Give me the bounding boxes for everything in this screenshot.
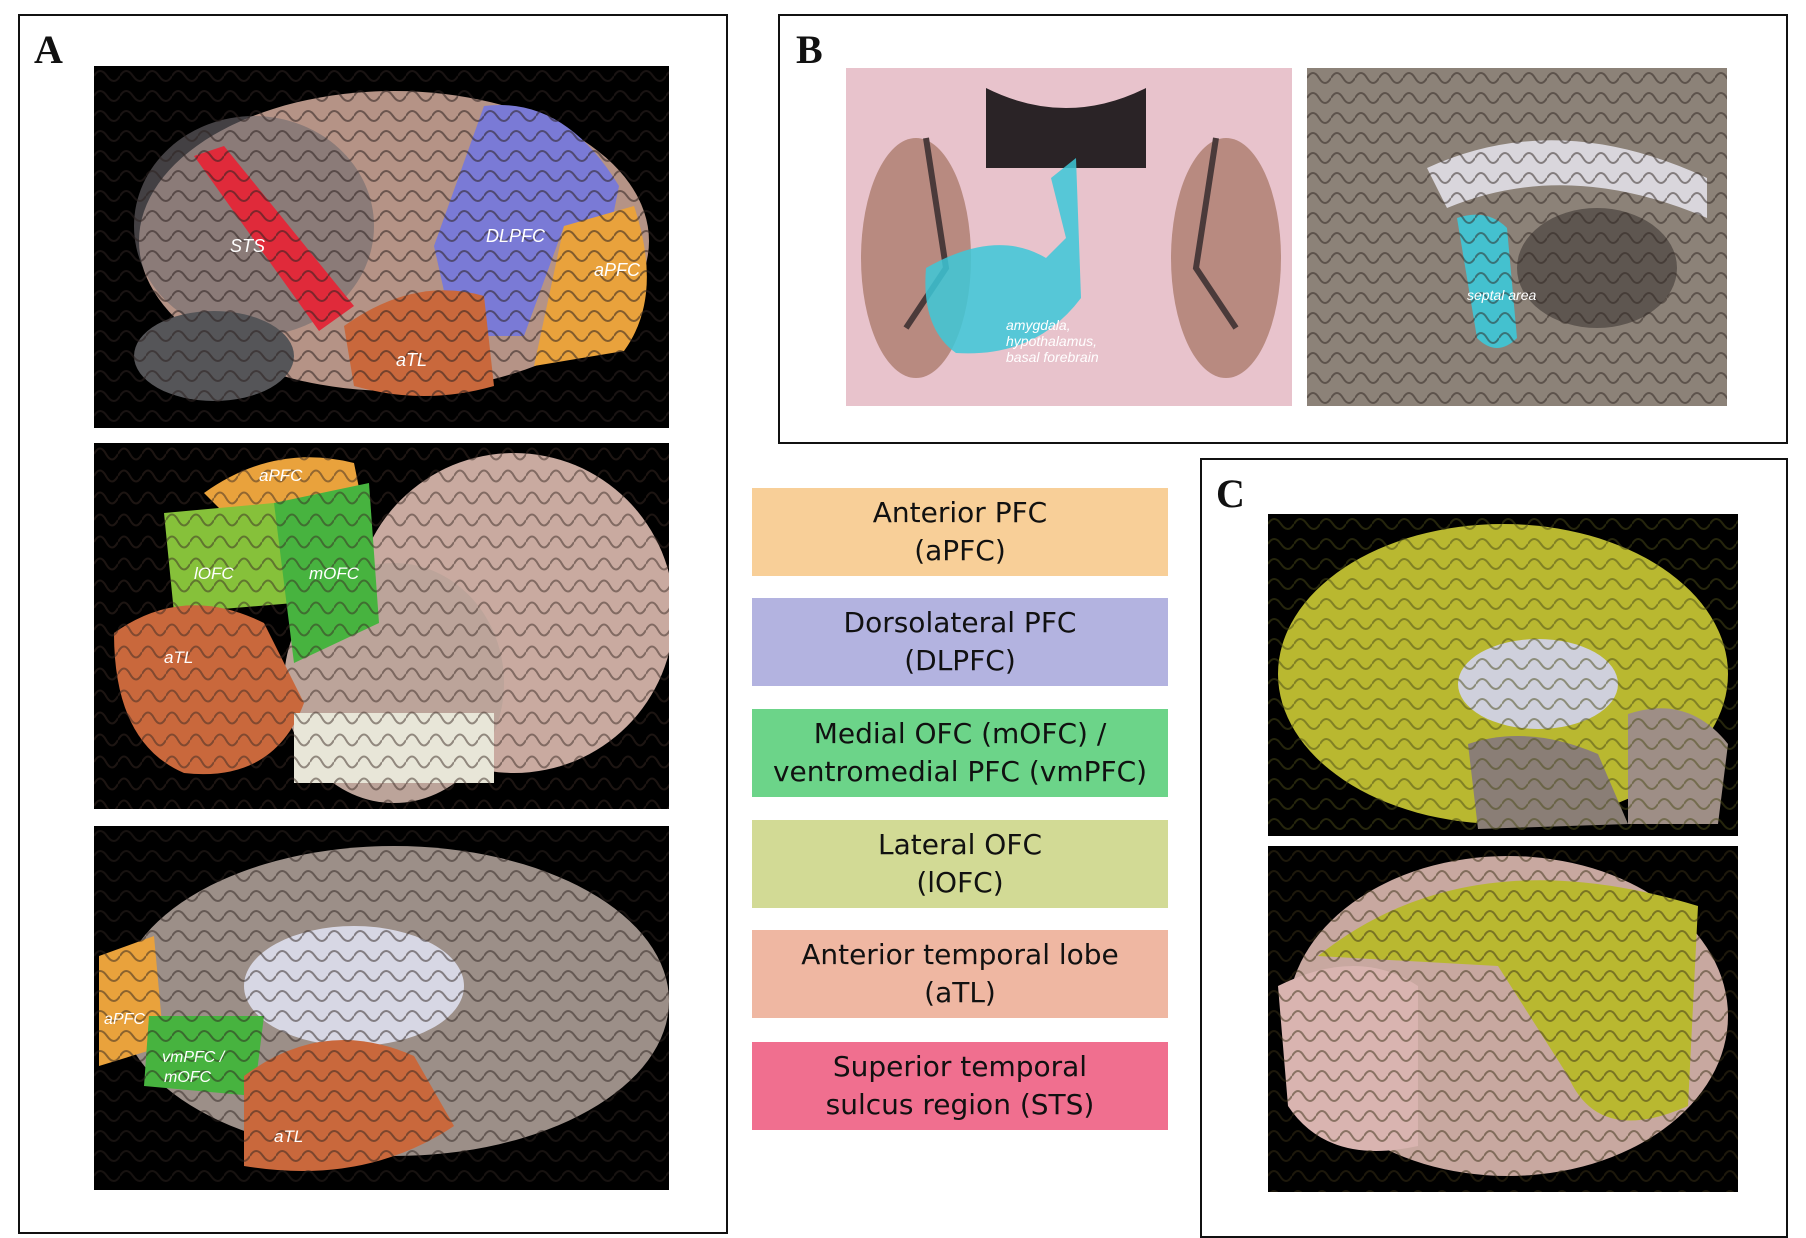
label-atl: aTL [164, 648, 193, 667]
label-sts: STS [230, 236, 265, 256]
legend-lofc-text: Lateral OFC (lOFC) [877, 828, 1042, 899]
label-septal-area: septal area [1467, 287, 1536, 303]
label-vmpfc: vmPFC / [162, 1049, 226, 1066]
coronal-section-image: amygdala, hypothalamus, basal forebrain [846, 68, 1292, 406]
medial-yellow-brain-image [1268, 514, 1738, 836]
label-hypothalamus: hypothalamus, [1006, 333, 1097, 349]
panel-c-letter: C [1216, 471, 1245, 516]
label-mofc: mOFC [309, 564, 360, 583]
label-amygdala: amygdala, [1006, 317, 1071, 333]
label-atl: aTL [274, 1127, 303, 1146]
legend-sts-text: Superior temporal sulcus region (STS) [825, 1050, 1095, 1121]
panel-a-letter: A [34, 27, 63, 72]
legend-atl: Anterior temporal lobe (aTL) [752, 930, 1168, 1018]
label-basal-forebrain: basal forebrain [1006, 349, 1099, 365]
limbic-region [925, 158, 1081, 354]
legend-apfc: Anterior PFC (aPFC) [752, 488, 1168, 576]
label-atl: aTL [396, 350, 427, 370]
label-apfc: aPFC [104, 1011, 145, 1028]
legend-mofc-vmpfc: Medial OFC (mOFC) / ventromedial PFC (vm… [752, 709, 1168, 797]
label-mofc: mOFC [164, 1069, 212, 1086]
label-apfc: aPFC [259, 466, 303, 485]
legend-sts: Superior temporal sulcus region (STS) [752, 1042, 1168, 1130]
legend-lofc: Lateral OFC (lOFC) [752, 820, 1168, 908]
lateral-yellow-brain-image [1268, 846, 1738, 1192]
label-lofc: lOFC [194, 564, 234, 583]
legend-atl-text: Anterior temporal lobe (aTL) [801, 938, 1119, 1009]
label-apfc: aPFC [594, 260, 641, 280]
legend-dlpfc-text: Dorsolateral PFC (DLPFC) [843, 606, 1077, 677]
label-dlpfc: DLPFC [486, 226, 546, 246]
medial-brain-image: aPFC vmPFC / mOFC aTL [94, 826, 669, 1190]
lateral-brain-image: STS DLPFC aPFC aTL [94, 66, 669, 428]
panel-b-letter: B [796, 27, 823, 72]
legend-apfc-text: Anterior PFC (aPFC) [872, 496, 1048, 567]
legend-dlpfc: Dorsolateral PFC (DLPFC) [752, 598, 1168, 686]
legend-mofc-text: Medial OFC (mOFC) / ventromedial PFC (vm… [772, 717, 1148, 788]
ventral-brain-image: aPFC lOFC mOFC aTL [94, 443, 669, 809]
sagittal-septal-image: septal area [1307, 68, 1727, 406]
